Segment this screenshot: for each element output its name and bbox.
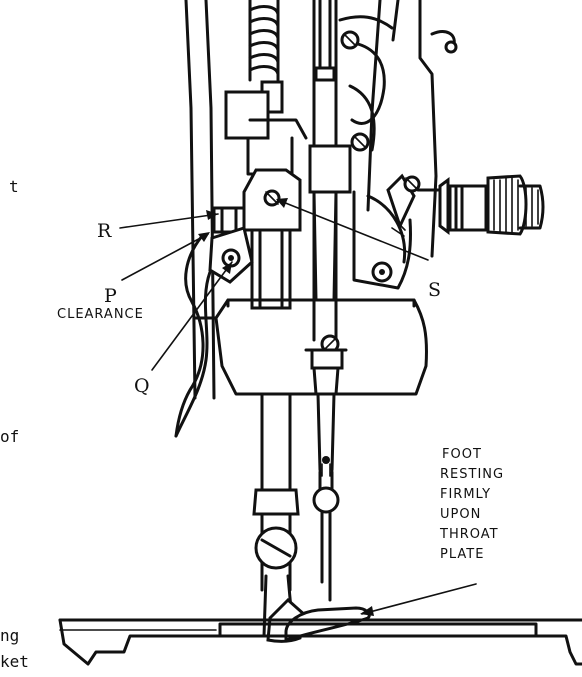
needle-bar [308, 0, 352, 342]
edge-text-2: of [0, 427, 19, 446]
frame-casting [193, 132, 428, 396]
foot-note-line-5: THROAT [439, 527, 499, 542]
edge-text-4: ket [0, 652, 29, 671]
label-s: S [428, 279, 441, 301]
leader-lines [119, 198, 477, 616]
presser-bar [252, 392, 308, 643]
foot-note-line-1: FOOT [442, 447, 482, 462]
side-mechanism [352, 173, 440, 290]
edge-text-fragments: t of ng ket [0, 177, 29, 671]
label-p: P [104, 285, 117, 307]
throat-plate [58, 618, 582, 666]
labels: R P CLEARANCE Q S FOOT RESTING FIRMLY UP… [57, 220, 504, 562]
foot-note-line-2: RESTING [440, 467, 504, 482]
thread-guides [338, 15, 394, 152]
presser-bar-guide-block [242, 168, 302, 310]
foot-note-line-4: UPON [440, 507, 481, 522]
needle-clamp [304, 348, 348, 602]
edge-text-3: ng [0, 626, 19, 645]
pressure-spring [248, 0, 284, 114]
label-clearance: CLEARANCE [57, 307, 144, 322]
label-q: Q [134, 375, 150, 397]
foot-note-line-3: FIRMLY [440, 487, 491, 502]
label-r: R [97, 220, 112, 242]
tension-knob [438, 174, 545, 236]
edge-text-1: t [9, 177, 19, 196]
lifting-lever [174, 206, 254, 438]
guide-bracket [224, 90, 308, 176]
foot-note-line-6: PLATE [440, 547, 484, 562]
